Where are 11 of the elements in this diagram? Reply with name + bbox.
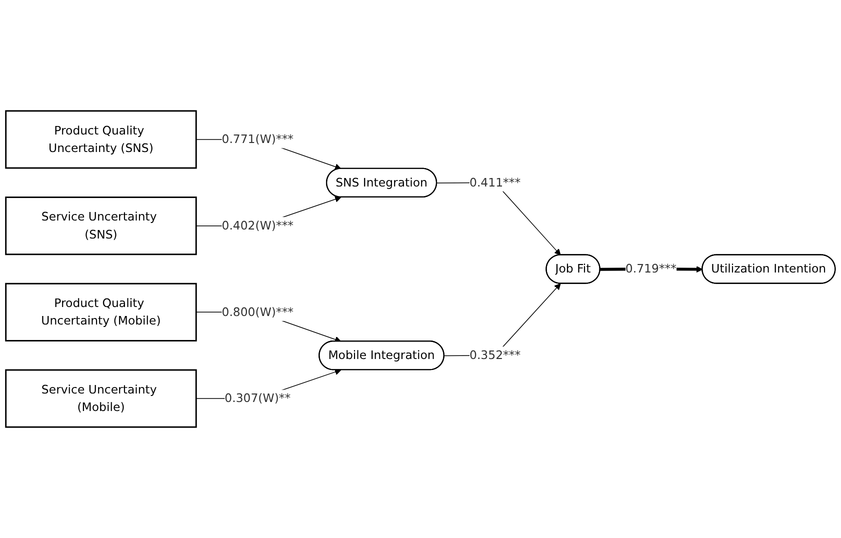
node-box: Service Uncertainty (SNS) <box>5 196 197 256</box>
edge-label: 0.307(W)** <box>224 391 291 406</box>
node-box: Product Quality Uncertainty (Mobile) <box>5 282 197 342</box>
node-box: Product Quality Uncertainty (SNS) <box>5 110 197 169</box>
edge-label: 0.719*** <box>625 262 677 276</box>
edge-label: 0.352*** <box>470 348 521 362</box>
edge-label: 0.800(W)*** <box>222 304 294 319</box>
edge-label: 0.771(W)*** <box>222 132 294 146</box>
edge-label: 0.402(W)*** <box>222 218 294 232</box>
edge-label: 0.411*** <box>470 175 521 190</box>
node-box: Service Uncertainty (Mobile) <box>5 369 197 428</box>
